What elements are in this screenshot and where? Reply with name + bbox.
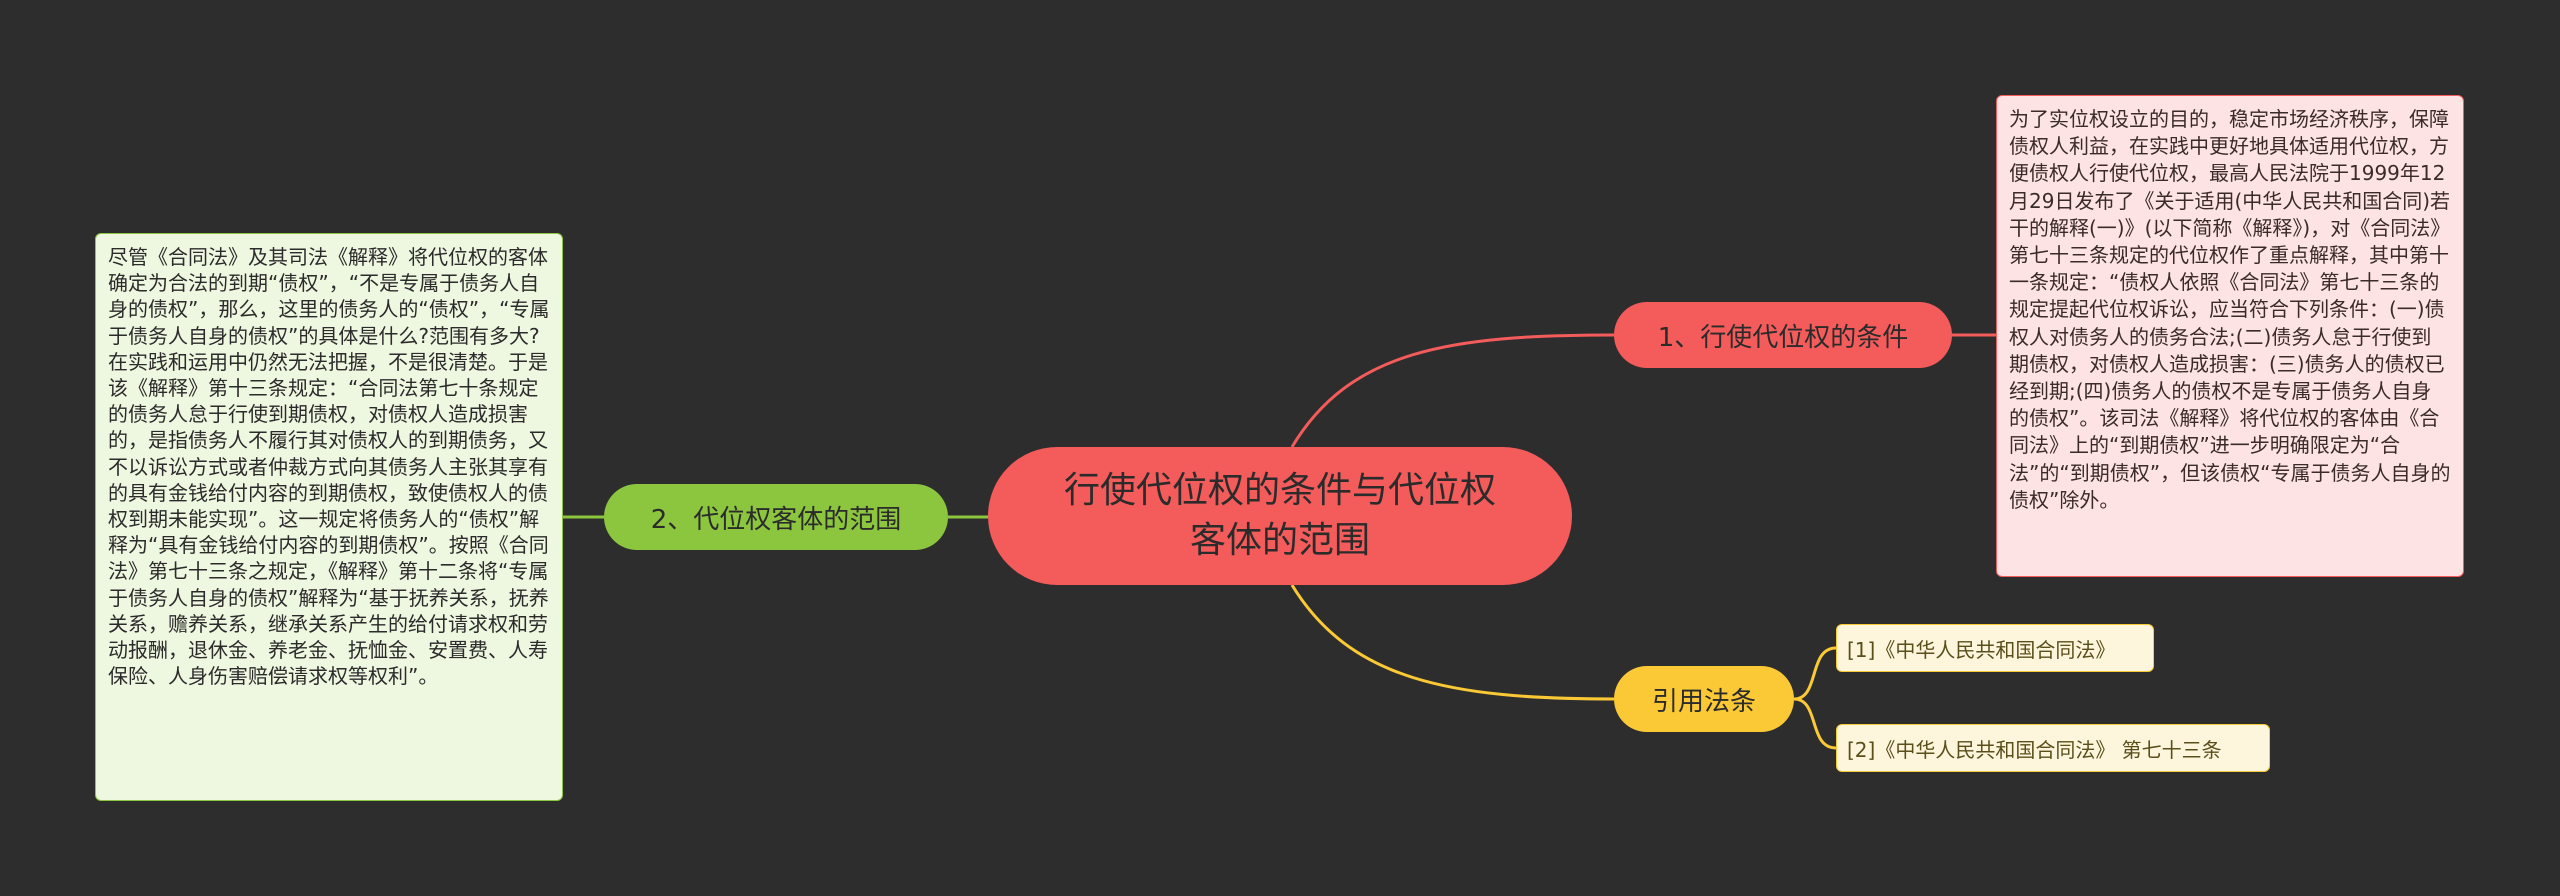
note-scope[interactable]: 尽管《合同法》及其司法《解释》将代位权的客体确定为合法的到期“债权”，“不是专属… [95, 233, 563, 801]
link-root-branch-3 [1290, 584, 1615, 701]
branch-topic-scope[interactable]: 2、代位权客体的范围 [604, 484, 948, 550]
link-branch-3-ref-2 [1793, 697, 1837, 750]
citation-item-1-text: [1]《中华人民共和国合同法》 [1847, 637, 2116, 662]
link-root-branch-1 [1290, 333, 1615, 448]
note-scope-text: 尽管《合同法》及其司法《解释》将代位权的客体确定为合法的到期“债权”，“不是专属… [108, 245, 550, 689]
branch-topic-citations[interactable]: 引用法条 [1614, 666, 1794, 732]
root-topic-label: 行使代位权的条件与代位权客体的范围 [1063, 470, 1496, 561]
citation-item-2-text: [2]《中华人民共和国合同法》 第七十三条 [1847, 737, 2222, 762]
branch-topic-scope-label: 2、代位权客体的范围 [650, 504, 902, 535]
citation-item-1[interactable]: [1]《中华人民共和国合同法》 [1836, 624, 2154, 672]
note-conditions[interactable]: 为了实位权设立的目的，稳定市场经济秩序，保障债权人利益，在实践中更好地具体适用代… [1996, 95, 2464, 577]
branch-topic-conditions[interactable]: 1、行使代位权的条件 [1614, 302, 1952, 368]
citation-item-2[interactable]: [2]《中华人民共和国合同法》 第七十三条 [1836, 724, 2270, 772]
branch-topic-citations-label: 引用法条 [1651, 686, 1756, 717]
note-conditions-text: 为了实位权设立的目的，稳定市场经济秩序，保障债权人利益，在实践中更好地具体适用代… [2009, 107, 2451, 512]
root-topic[interactable]: 行使代位权的条件与代位权客体的范围 [988, 447, 1572, 585]
branch-topic-conditions-label: 1、行使代位权的条件 [1657, 322, 1909, 353]
link-branch-3-ref-1 [1793, 646, 1837, 701]
